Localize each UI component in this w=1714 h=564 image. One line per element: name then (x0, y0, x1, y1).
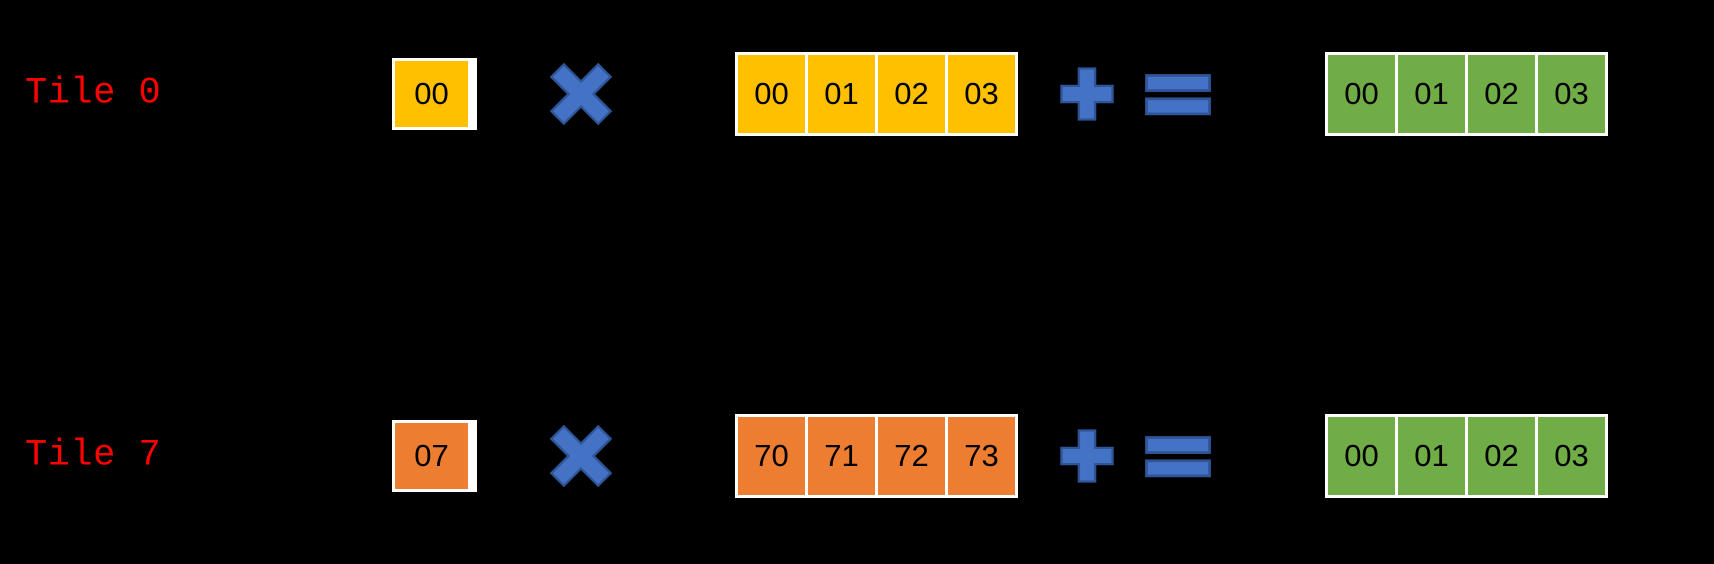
tile-label-7: Tile 7 (25, 434, 162, 477)
result-cell: 00 (1328, 55, 1395, 133)
operand-cell: 00 (738, 55, 805, 133)
tile-row-0: Tile 0 00 00 01 02 03 00 (0, 48, 1714, 140)
operand-cell: 03 (948, 55, 1015, 133)
multiply-icon (542, 55, 620, 133)
result-cell: 01 (1398, 55, 1465, 133)
result-cell: 01 (1398, 417, 1465, 495)
operand-cell-group-0: 00 01 02 03 (735, 52, 1018, 136)
operand-cell: 02 (878, 55, 945, 133)
tile-label-0: Tile 0 (25, 72, 162, 115)
result-cell-group-0: 00 01 02 03 (1325, 52, 1608, 136)
operand-cell: 71 (808, 417, 875, 495)
operand-cell: 73 (948, 417, 1015, 495)
result-cell-group-1: 00 01 02 03 (1325, 414, 1608, 498)
result-cell: 00 (1328, 417, 1395, 495)
operand-cell: 01 (808, 55, 875, 133)
scalar-cell: 07 (395, 423, 468, 489)
scalar-cell-group-0: 00 (392, 58, 477, 130)
multiply-icon (542, 417, 620, 495)
scalar-cell: 00 (395, 61, 468, 127)
result-cell: 02 (1468, 417, 1535, 495)
result-cell: 03 (1538, 55, 1605, 133)
tile-row-1: Tile 7 07 70 71 72 73 00 (0, 410, 1714, 502)
result-cell: 02 (1468, 55, 1535, 133)
plus-icon (1058, 65, 1116, 123)
equals-icon (1142, 70, 1214, 118)
scalar-cell-group-1: 07 (392, 420, 477, 492)
operand-cell: 72 (878, 417, 945, 495)
equals-icon (1142, 432, 1214, 480)
operand-cell: 70 (738, 417, 805, 495)
operand-cell-group-1: 70 71 72 73 (735, 414, 1018, 498)
plus-icon (1058, 427, 1116, 485)
result-cell: 03 (1538, 417, 1605, 495)
